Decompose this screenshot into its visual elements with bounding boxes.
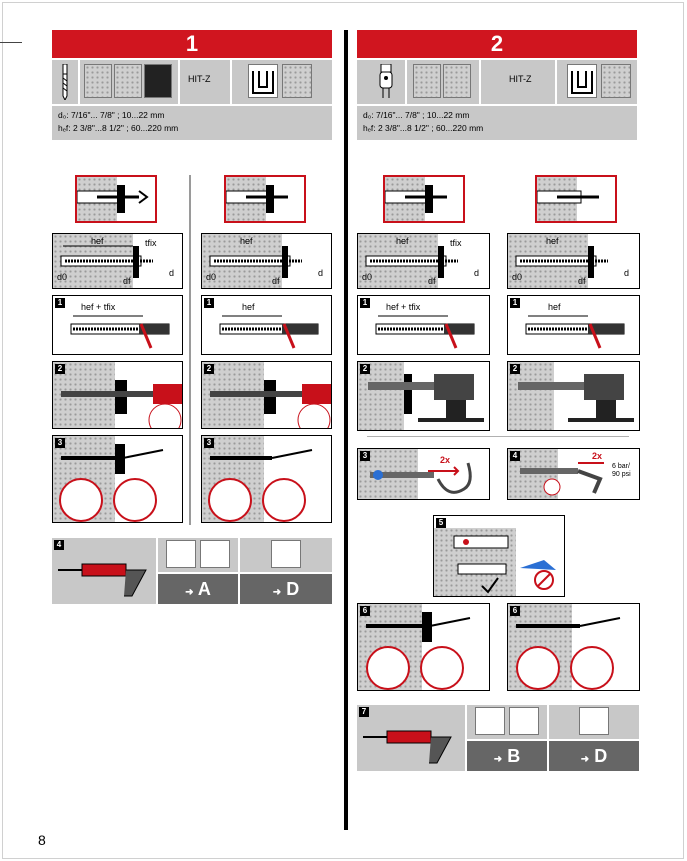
anchor-setting-diagram-alt	[224, 175, 306, 223]
drill-bit-icon	[60, 64, 70, 100]
df-label: df	[123, 276, 131, 286]
step-header: 1	[52, 30, 332, 58]
detail-correct-icon	[516, 646, 560, 690]
hef-label: hef	[396, 236, 409, 246]
step-1-measure-alt: 1 hef	[201, 295, 332, 355]
d-label: d	[474, 268, 479, 278]
d0-label: d0	[512, 272, 522, 282]
product-label: HIT-Z	[509, 74, 532, 84]
step-6-check-alt: 6	[507, 603, 640, 691]
pressure-label: 6 bar/ 90 psi	[612, 463, 631, 479]
result-d: ➜ D	[240, 574, 332, 604]
cracked-concrete-icon	[601, 64, 631, 98]
result-b: ➜ B	[467, 741, 547, 771]
step-1-measure: 1 hef + tfix	[52, 295, 183, 355]
cracked-concrete-icon	[282, 64, 312, 98]
step-5-check-clean: 5	[433, 515, 565, 597]
dimension-diagram-alt: hef d0 df d	[507, 233, 640, 289]
spec-d0: d₀: 7/16"... 7/8" ; 10...22 mm	[58, 109, 326, 122]
detail-correct-icon	[208, 478, 252, 522]
concrete-dry-icon	[84, 64, 112, 98]
product-label: HIT-Z	[188, 74, 211, 84]
anchor-setting-diagram-alt	[535, 175, 617, 223]
detail-incorrect-icon	[570, 646, 614, 690]
concrete-water-filled-icon	[144, 64, 172, 98]
page-number: 8	[38, 832, 46, 848]
dimension-diagram-alt: hef d0 df d	[201, 233, 332, 289]
result-a: ➜ A	[158, 574, 238, 604]
step-4-blow: 4 2x 6 bar/ 90 psi	[507, 448, 640, 500]
anchor-orientation-b	[467, 705, 547, 739]
anchor-orientation-a	[158, 538, 238, 572]
step-2-drill-alt: 2	[201, 361, 332, 429]
hef-label: hef	[240, 236, 253, 246]
step-2-vacuum-drill-alt: 2	[507, 361, 640, 431]
result-d: ➜ D	[549, 741, 639, 771]
dimension-diagram: hef tfix d0 df d	[357, 233, 490, 289]
column-1: 1 HIT-Z d₀: 7/16"... 7/8" ; 10...22 mm h…	[52, 30, 332, 140]
crop-mark	[0, 42, 22, 43]
spec-hef: hₑf: 2 3/8"...8 1/2" ; 60...220 mm	[363, 122, 631, 135]
hole-type-icon	[248, 64, 278, 98]
blow-count: 2x	[592, 451, 602, 461]
d-label: d	[318, 268, 323, 278]
tfix-label: tfix	[450, 238, 462, 248]
step-3-rinse: 3 2x	[357, 448, 490, 500]
step-2-drill: 2	[52, 361, 183, 429]
spec-block: d₀: 7/16"... 7/8" ; 10...22 mm hₑf: 2 3/…	[357, 106, 637, 140]
step-2-vacuum-drill: 2	[357, 361, 490, 431]
concrete-wet-icon	[114, 64, 142, 98]
d-label: d	[169, 268, 174, 278]
step-1-measure-alt: 1 hef	[507, 295, 640, 355]
d0-label: d0	[57, 272, 67, 282]
anchor-setting-diagram	[75, 175, 157, 223]
hef-label: hef	[91, 236, 104, 246]
d-label: d	[624, 268, 629, 278]
detail-correct-icon	[59, 478, 103, 522]
df-label: df	[272, 276, 280, 286]
step-3-check-alt: 3	[201, 435, 332, 523]
spec-hef: hₑf: 2 3/8"...8 1/2" ; 60...220 mm	[58, 122, 326, 135]
df-label: df	[578, 276, 586, 286]
concrete-wet-icon	[443, 64, 471, 98]
step-6-check: 6	[357, 603, 490, 691]
d0-label: d0	[362, 272, 372, 282]
spec-d0: d₀: 7/16"... 7/8" ; 10...22 mm	[363, 109, 631, 122]
column-2: 2 HIT-Z d₀: 7/16"... 7/8" ; 10...22 mm h…	[357, 30, 637, 140]
detail-correct-icon	[366, 646, 410, 690]
step-4-inject: 4	[52, 538, 156, 604]
dimension-diagram: hef tfix d0 df d	[52, 233, 183, 289]
concrete-dry-icon	[413, 64, 441, 98]
df-label: df	[428, 276, 436, 286]
spec-block: d₀: 7/16"... 7/8" ; 10...22 mm hₑf: 2 3/…	[52, 106, 332, 140]
d0-label: d0	[206, 272, 216, 282]
icon-bar: HIT-Z	[52, 58, 332, 104]
anchor-orientation-d	[240, 538, 332, 572]
step-7-inject: 7	[357, 705, 465, 771]
anchor-setting-diagram	[383, 175, 465, 223]
detail-incorrect-icon	[113, 478, 157, 522]
step-3-check: 3	[52, 435, 183, 523]
icon-bar: HIT-Z	[357, 58, 637, 104]
rinse-count: 2x	[440, 455, 450, 465]
detail-incorrect-icon	[262, 478, 306, 522]
tfix-label: tfix	[145, 238, 157, 248]
hef-label: hef	[546, 236, 559, 246]
anchor-orientation-d	[549, 705, 639, 739]
hole-type-icon	[567, 64, 597, 98]
detail-incorrect-icon	[420, 646, 464, 690]
step-1-measure: 1 hef + tfix	[357, 295, 490, 355]
column-divider	[344, 30, 348, 830]
step-header: 2	[357, 30, 637, 58]
hollow-drill-bit-icon	[379, 64, 393, 100]
